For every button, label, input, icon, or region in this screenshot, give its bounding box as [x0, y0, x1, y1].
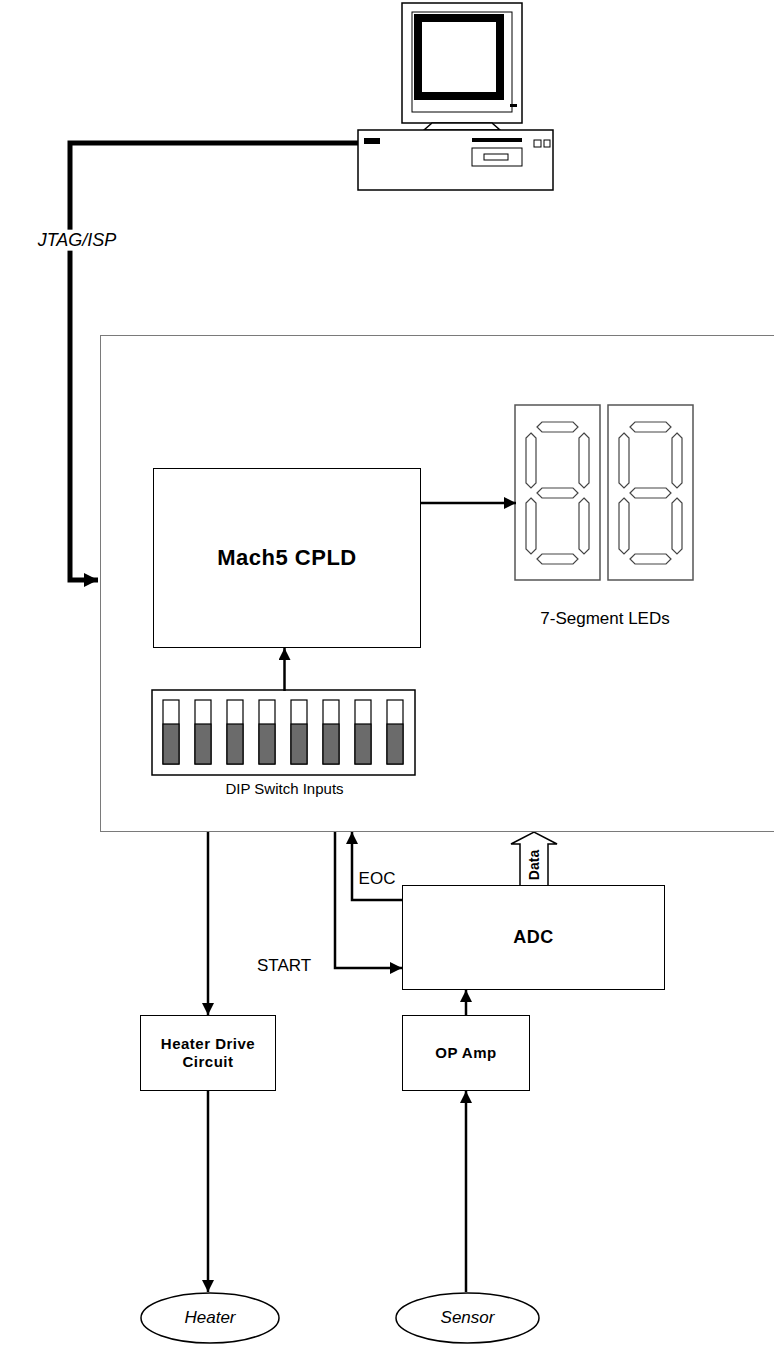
dip-switch [259, 700, 275, 764]
led-segment [619, 433, 629, 488]
node-label: Heater [184, 1308, 235, 1328]
led-segment [672, 498, 682, 554]
jtag-wire [70, 143, 358, 580]
component-label: 7-Segment LEDs [516, 609, 694, 629]
component-area [153, 691, 416, 776]
led-segment [630, 554, 671, 564]
node-label: OP Amp [435, 1044, 496, 1062]
node-label: Heater Drive Circuit [151, 1035, 265, 1071]
adc-box: ADC [402, 885, 665, 990]
led-segment [619, 498, 629, 554]
signal-name: EOC [357, 869, 398, 889]
heater-drive-box: Heater Drive Circuit [140, 1015, 276, 1091]
dip-switch-lever [259, 724, 275, 764]
dip-switch-lever [163, 724, 179, 764]
component-area [516, 406, 694, 581]
node-label: Mach5 CPLD [217, 545, 356, 571]
signal-connector [421, 502, 516, 505]
dip-switch [195, 700, 211, 764]
signal-name: START [255, 956, 313, 976]
signal-connector [465, 990, 468, 1015]
cpld-box: Mach5 CPLD [153, 468, 421, 648]
circuit-board: Mach5 CPLD 7-Segment LEDsDIP Switch Input… [100, 335, 774, 832]
seven-segment-illustration [515, 405, 693, 580]
led-segment [630, 488, 671, 498]
dip-switch [291, 700, 307, 764]
sensor-ellipse: Sensor [395, 1292, 540, 1344]
dip-switch-lever [195, 724, 211, 764]
digit-housing [515, 405, 600, 580]
seven-segment-display: 7-Segment LEDs [516, 406, 694, 638]
dip-switch [387, 700, 403, 764]
dip-switch-illustration [152, 690, 415, 775]
signal-connector [465, 1091, 468, 1292]
signal-connector [352, 832, 402, 900]
signal-connector [207, 1091, 210, 1292]
led-segment [630, 422, 671, 432]
led-segment [526, 433, 536, 488]
signal-connector [207, 832, 210, 1015]
component-label: DIP Switch Inputs [153, 780, 416, 798]
signal-connector [335, 832, 402, 968]
dip-switch [323, 700, 339, 764]
dip-switch [355, 700, 371, 764]
dip-switch-lever [227, 724, 243, 764]
dip-housing [152, 690, 415, 775]
led-segment [537, 488, 578, 498]
node-label: ADC [513, 927, 554, 949]
led-segment [537, 554, 578, 564]
dip-switch: DIP Switch Inputs [153, 691, 416, 803]
signal-name: Data [526, 847, 542, 881]
data-bus-arrow [511, 832, 557, 885]
dip-switch [227, 700, 243, 764]
led-segment [537, 422, 578, 432]
dip-switch-lever [355, 724, 371, 764]
digit-housing [608, 405, 693, 580]
node-label: Sensor [441, 1308, 495, 1328]
dip-switch-lever [323, 724, 339, 764]
interface-label: JTAG/ISP [36, 230, 119, 251]
led-segment [579, 498, 589, 554]
led-segment [579, 433, 589, 488]
led-segment [672, 433, 682, 488]
signal-connector [283, 648, 286, 691]
dip-switch-lever [387, 724, 403, 764]
led-segment [526, 498, 536, 554]
op-amp-box: OP Amp [402, 1015, 530, 1091]
dip-switch-lever [291, 724, 307, 764]
heater-ellipse: Heater [140, 1292, 280, 1344]
computer-icon [358, 3, 553, 190]
dip-switch [163, 700, 179, 764]
